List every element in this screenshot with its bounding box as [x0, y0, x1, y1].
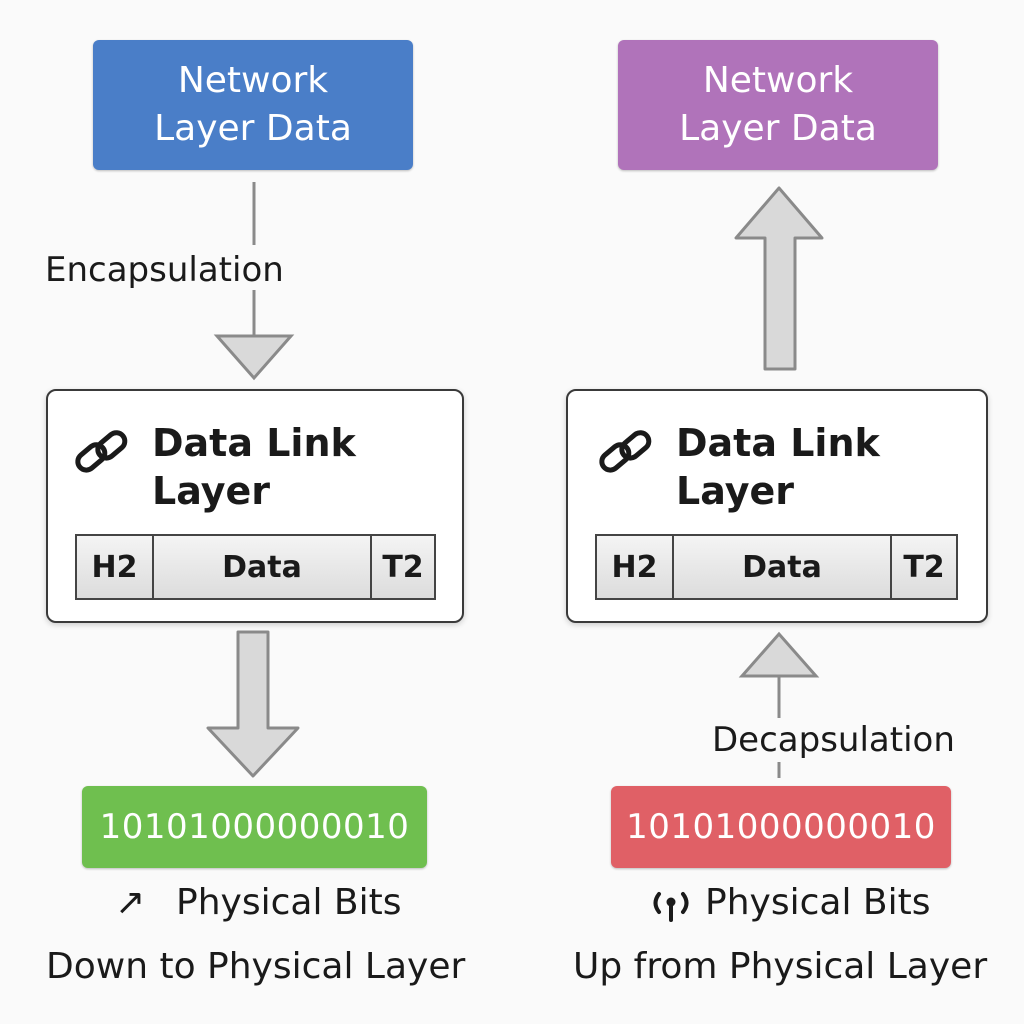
link-icon	[599, 430, 652, 473]
left-dll-title: Data Link Layer	[152, 421, 356, 513]
left-physical-bits-box: 10101000000010	[82, 786, 427, 868]
left-network-layer-box: Network Layer Data	[93, 40, 413, 170]
right-frame-trailer: T2	[890, 536, 956, 598]
encapsulation-label: Encapsulation	[45, 250, 284, 290]
left-diagonal-arrow-icon: ↗	[115, 882, 146, 923]
right-network-layer-box: Network Layer Data	[618, 40, 938, 170]
left-footer: Down to Physical Layer	[46, 946, 466, 987]
left-frame: H2 Data T2	[75, 534, 436, 600]
right-physical-bits-caption: Physical Bits	[705, 882, 931, 923]
antenna-icon	[653, 892, 689, 922]
right-frame-header: H2	[597, 536, 672, 598]
link-icon	[75, 430, 128, 473]
right-footer: Up from Physical Layer	[573, 946, 988, 987]
right-data-link-layer-box: Data Link Layer H2 Data T2	[566, 389, 988, 623]
right-physical-bits-box: 10101000000010	[611, 786, 951, 868]
left-frame-header: H2	[77, 536, 152, 598]
right-dll-title: Data Link Layer	[676, 421, 880, 513]
left-physical-bits-caption: Physical Bits	[176, 882, 402, 923]
left-data-link-layer-box: Data Link Layer H2 Data T2	[46, 389, 464, 623]
right-frame: H2 Data T2	[595, 534, 958, 600]
right-frame-data: Data	[672, 536, 890, 598]
decapsulation-label: Decapsulation	[712, 720, 955, 760]
left-frame-trailer: T2	[370, 536, 434, 598]
left-frame-data: Data	[152, 536, 370, 598]
